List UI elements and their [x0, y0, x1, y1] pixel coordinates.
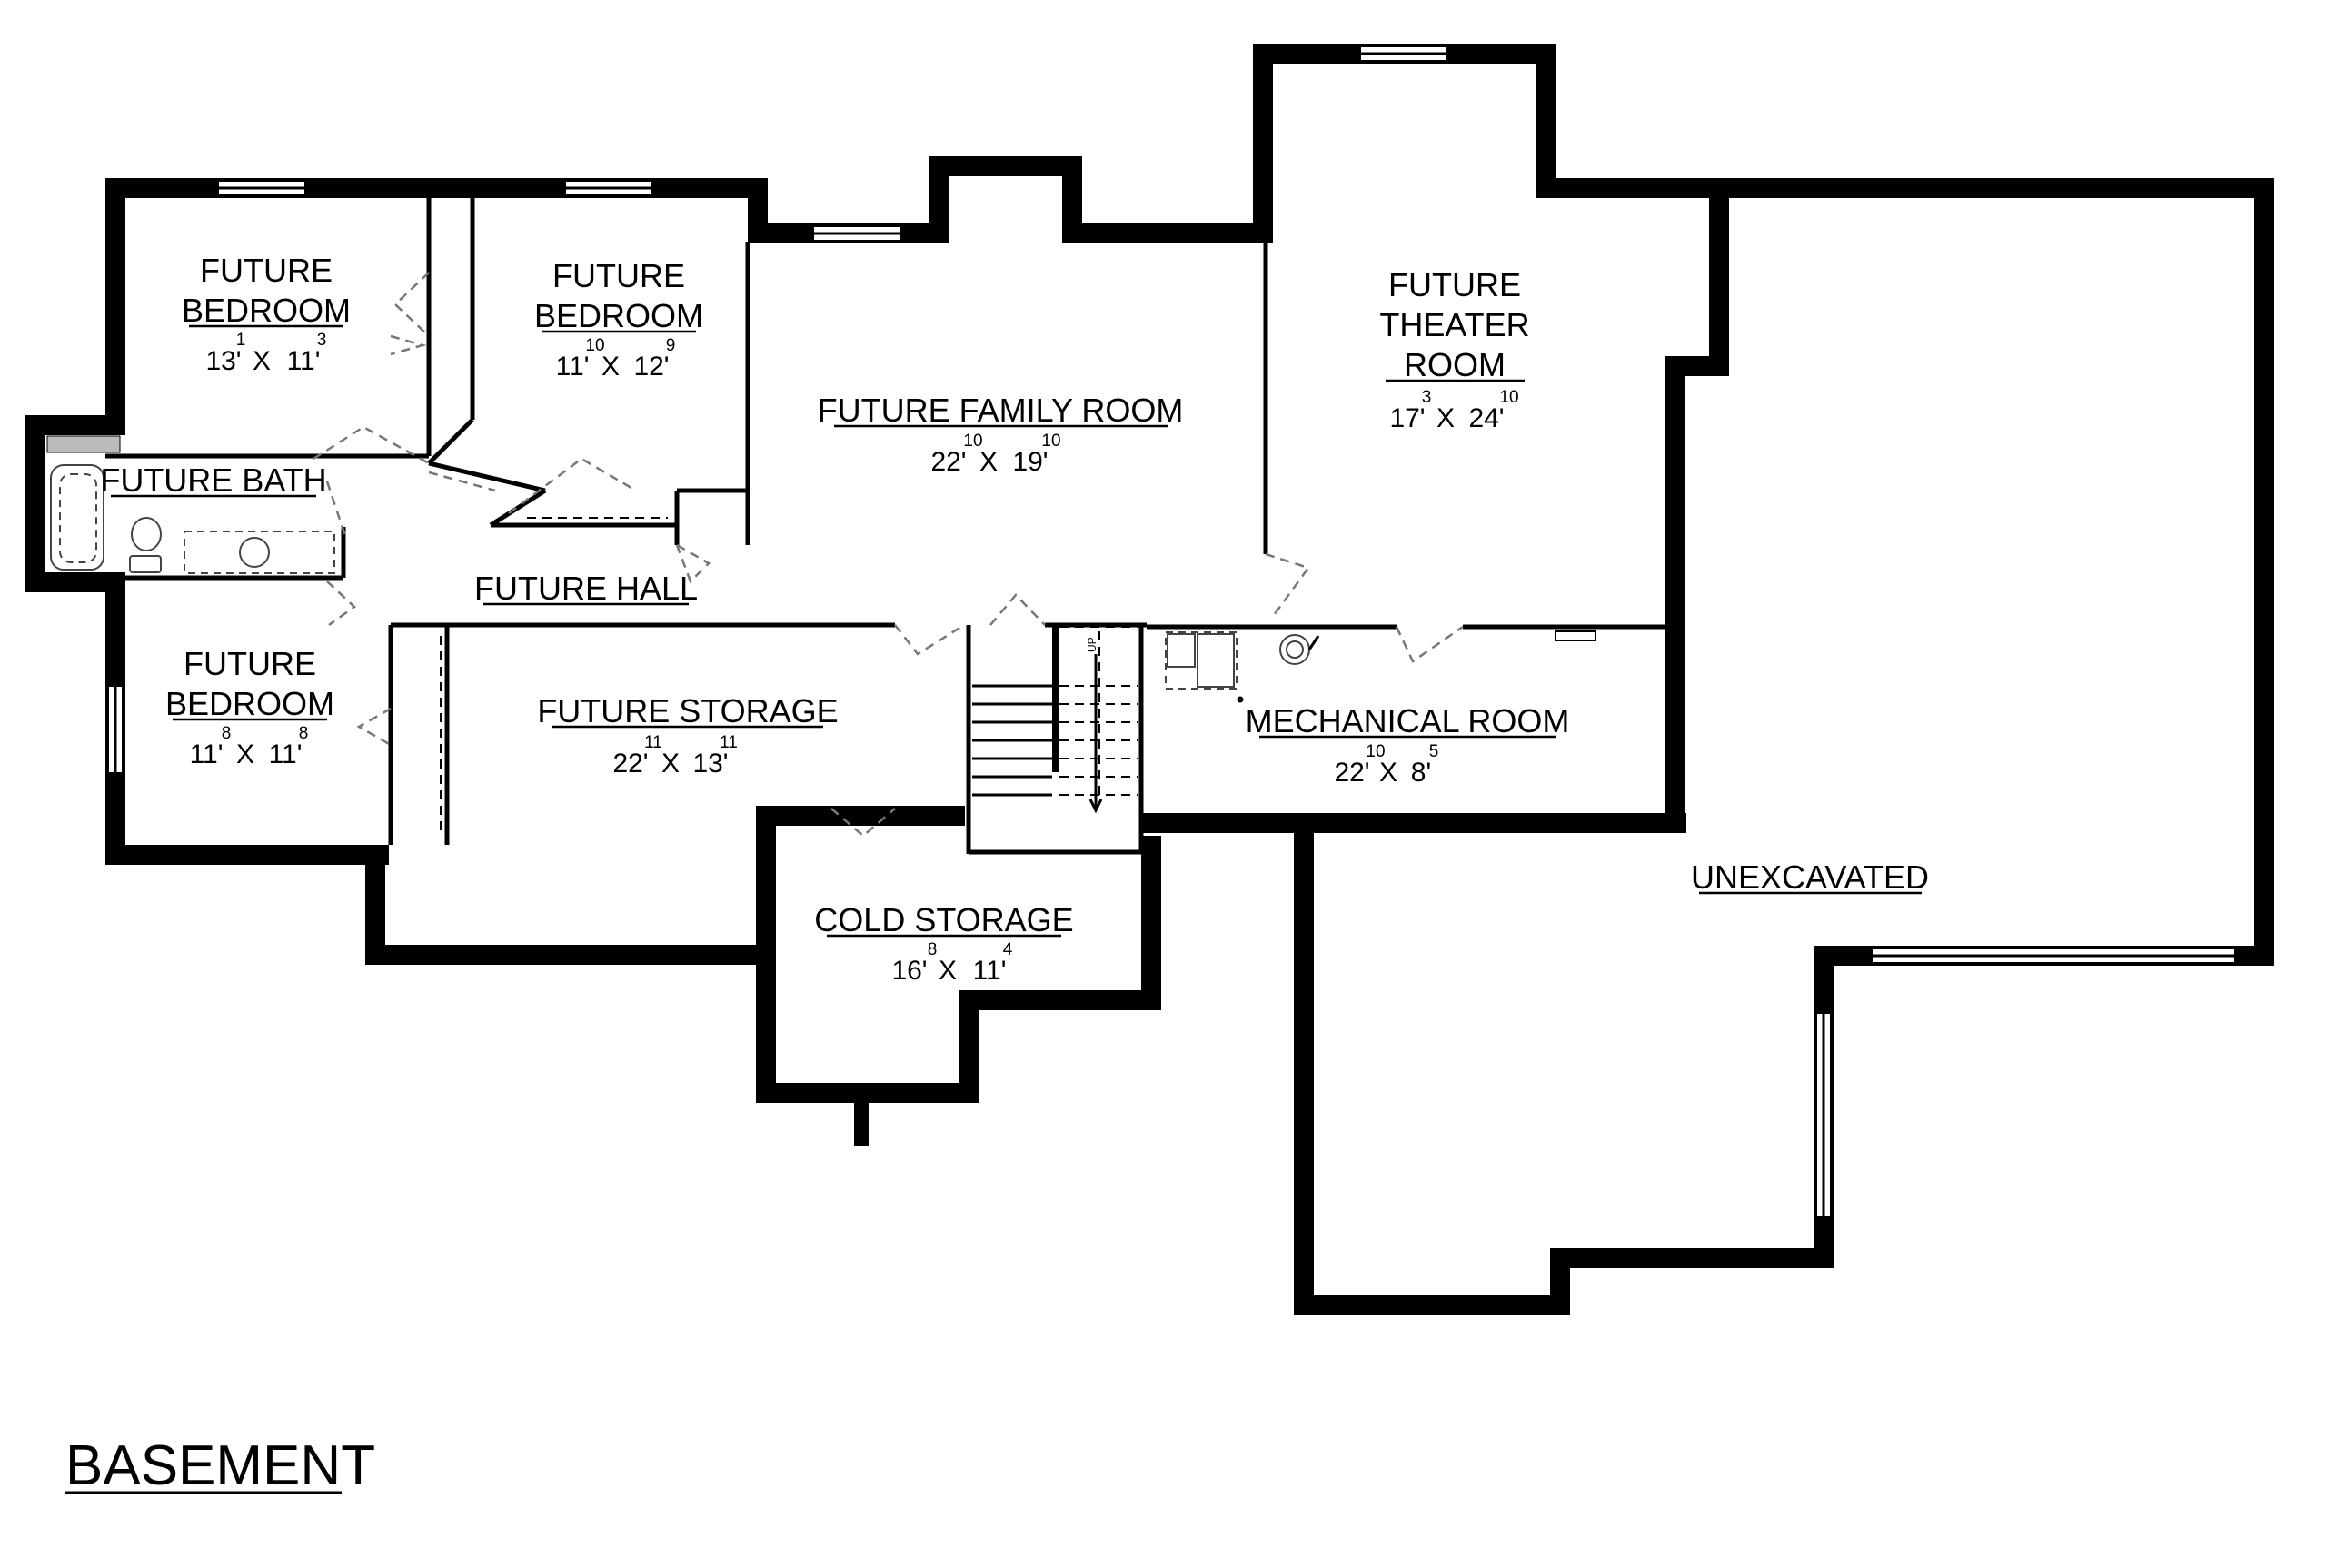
bedroom-2-label-line1: FUTURE [552, 257, 685, 294]
mechanical-room-width: 22' [1334, 758, 1369, 788]
bedroom-3-width: 11' [190, 739, 224, 769]
theater-room-depth-inches: 10 [1499, 388, 1518, 407]
bedroom-3-width-inches: 8 [222, 724, 232, 743]
bedroom-2-width-inches: 10 [585, 336, 604, 355]
family-room-depth: 19' [1012, 447, 1048, 477]
bedroom-1-dimension-separator: X [253, 346, 271, 376]
bedroom-2-depth: 12' [633, 352, 669, 382]
stair-up-label: UP [1086, 637, 1098, 652]
bedroom-3-depth-inches: 8 [299, 724, 309, 743]
bedroom-3-depth: 11' [269, 739, 303, 769]
plan-title: BASEMENT [65, 1434, 375, 1497]
cold-storage-depth-inches: 4 [1003, 940, 1013, 959]
family-room-dimension-separator: X [979, 447, 998, 477]
family-room-depth-inches: 10 [1041, 432, 1060, 451]
theater-room-depth: 24' [1468, 403, 1504, 433]
mechanical-fixtures [1165, 631, 1320, 703]
bedroom-1-label-line1: FUTURE [200, 252, 333, 289]
windows [107, 45, 2236, 1218]
room-labels: FUTURE BEDROOM 13' 1 X 11' 3 FUTURE BEDR… [100, 252, 1929, 986]
cold-storage-dimension-separator: X [939, 956, 957, 986]
interior-walls [105, 198, 1665, 855]
storage-depth-inches: 11 [720, 733, 738, 752]
doors [313, 272, 1464, 838]
unexcavated-label: UNEXCAVATED [1691, 858, 1929, 896]
cold-storage-label: COLD STORAGE [814, 901, 1073, 938]
cold-storage-width: 16' [891, 956, 927, 986]
storage-width: 22' [612, 749, 648, 779]
bedroom-1-width: 13' [205, 346, 241, 376]
family-room-width-inches: 10 [963, 432, 982, 451]
bedroom-2-width: 11' [556, 352, 590, 382]
bedroom-1-depth-inches: 3 [317, 331, 327, 350]
theater-room-label-line2: THEATER [1379, 306, 1529, 343]
storage-dimension-separator: X [661, 749, 680, 779]
stairs: UP [972, 626, 1138, 814]
family-room-label: FUTURE FAMILY ROOM [818, 392, 1184, 429]
theater-room-label-line3: ROOM [1404, 346, 1506, 383]
theater-room-dimension-separator: X [1436, 403, 1455, 433]
storage-label: FUTURE STORAGE [537, 692, 838, 729]
bedroom-2-label-line2: BEDROOM [534, 297, 703, 334]
theater-room-label-line1: FUTURE [1388, 266, 1521, 303]
cold-storage-width-inches: 8 [928, 940, 938, 959]
mechanical-room-label: MECHANICAL ROOM [1246, 702, 1570, 739]
family-room-width: 22' [930, 447, 966, 477]
theater-room-width: 17' [1389, 403, 1425, 433]
mechanical-room-width-inches: 10 [1366, 742, 1385, 761]
storage-width-inches: 11 [644, 733, 662, 752]
exterior-walls [25, 44, 2274, 1315]
theater-room-width-inches: 3 [1422, 388, 1432, 407]
mechanical-room-dimension-separator: X [1379, 758, 1397, 788]
bedroom-3-label-line1: FUTURE [184, 645, 316, 682]
bedroom-3-dimension-separator: X [236, 739, 254, 769]
bedroom-1-label-line2: BEDROOM [182, 292, 351, 329]
bedroom-2-depth-inches: 9 [666, 336, 676, 355]
mechanical-room-depth: 8' [1411, 758, 1431, 788]
bath-label: FUTURE BATH [100, 461, 326, 499]
bedroom-1-depth: 11' [287, 346, 321, 376]
bath-fixtures [46, 435, 335, 574]
bedroom-1-width-inches: 1 [236, 331, 246, 350]
cold-storage-depth: 11' [973, 956, 1007, 986]
mechanical-room-depth-inches: 5 [1429, 742, 1439, 761]
bedroom-3-label-line2: BEDROOM [165, 685, 334, 722]
hall-label: FUTURE HALL [474, 570, 698, 607]
bedroom-2-dimension-separator: X [601, 352, 620, 382]
storage-depth: 13' [692, 749, 728, 779]
